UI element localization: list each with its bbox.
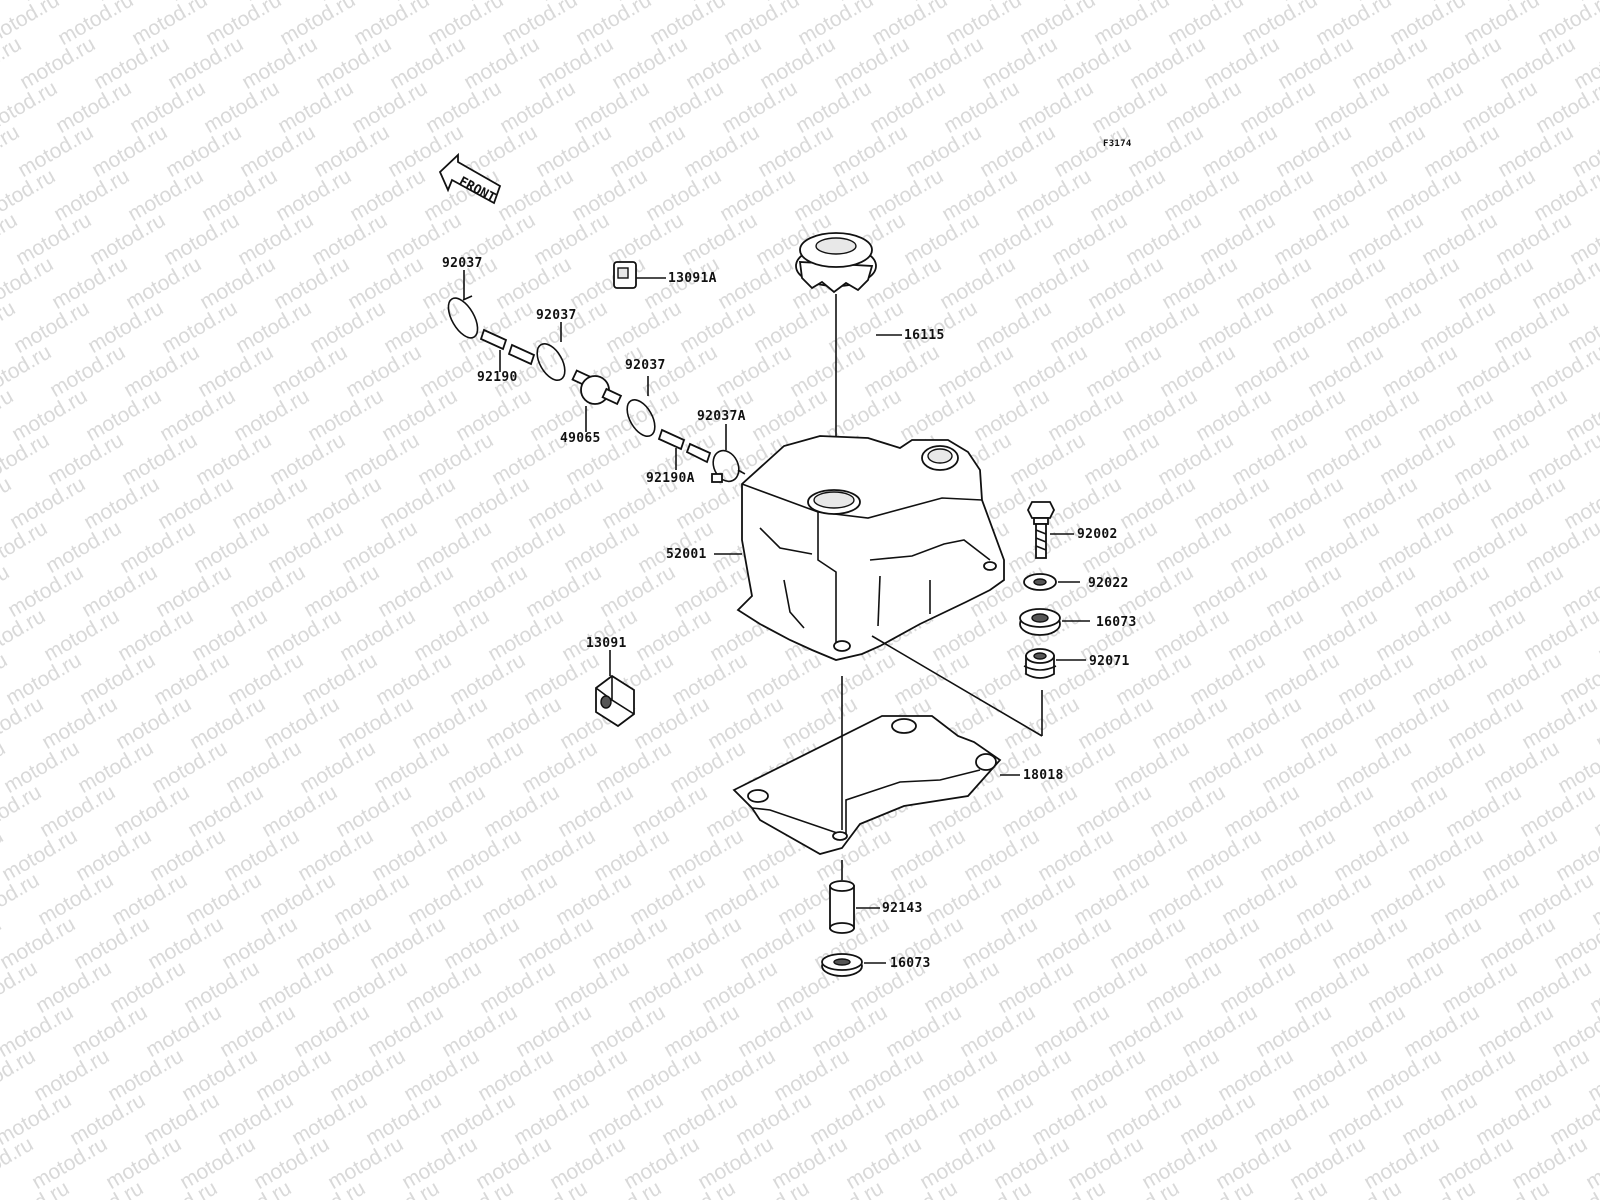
clip-92037-b [536,343,566,381]
spacer-92143 [829,880,855,934]
front-arrow-icon [438,152,502,205]
grommet-16073-a [1019,608,1061,636]
part-label-49065: 49065 [560,431,601,446]
fuel-cap-16115 [795,232,877,294]
part-label-92037-b: 92037 [536,308,577,323]
part-label-52001: 52001 [666,547,707,562]
clip-13091 [595,674,635,728]
hose-92190 [479,328,536,366]
part-label-13091: 13091 [586,636,627,651]
clamp-92037a [711,449,740,483]
rubber-mount-92071 [1023,648,1057,679]
figure-code: F3174 [1103,139,1132,149]
fuel-tank-52001 [736,435,1005,661]
part-label-16073-a: 16073 [1096,615,1137,630]
part-label-92037-a: 92037 [442,256,483,271]
part-label-92022: 92022 [1088,576,1129,591]
tray-18018 [732,715,1002,855]
guide-line-mount [871,635,1043,737]
grommet-16073-b [821,953,863,977]
clip-13091a [613,261,637,289]
part-label-16073-b: 16073 [890,956,931,971]
washer-92022 [1023,573,1057,591]
part-label-16115: 16115 [904,328,945,343]
part-label-92143: 92143 [882,901,923,916]
part-label-92037-c: 92037 [625,358,666,373]
clip-92037-c [626,399,656,437]
part-label-92037a: 92037A [697,409,746,424]
part-label-92002: 92002 [1077,527,1118,542]
part-label-92190a: 92190A [646,471,695,486]
clip-92037-a [447,295,479,339]
bolt-92002 [1026,501,1056,559]
fuel-filter-49065 [571,369,623,406]
part-label-13091a: 13091A [668,271,717,286]
hose-92190a [657,428,712,464]
part-label-18018: 18018 [1023,768,1064,783]
part-label-92190: 92190 [477,370,518,385]
part-label-92071: 92071 [1089,654,1130,669]
